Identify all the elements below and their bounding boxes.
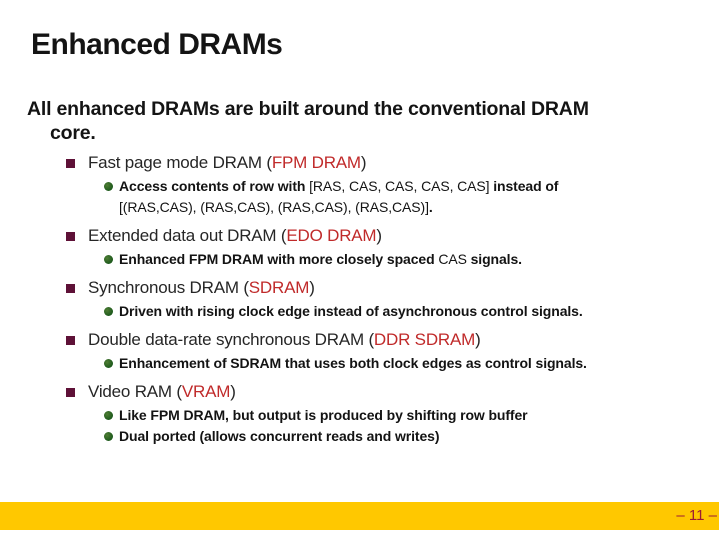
bullet-list: Fast page mode DRAM (FPM DRAM)Access con… [66, 150, 706, 452]
text-segment: Like FPM DRAM, but output is produced by… [119, 407, 528, 423]
slide-title: Enhanced DRAMs [31, 28, 283, 61]
text-segment: Video RAM ( [88, 382, 182, 401]
text-segment: ) [360, 153, 367, 172]
bullet-group: Video RAM (VRAM) Like FPM DRAM, but outpu… [66, 379, 706, 447]
text-segment: Access contents of row with [119, 178, 310, 194]
circle-bullet-icon [104, 359, 113, 368]
square-bullet-icon [66, 336, 75, 345]
highlighted-term: SDRAM [248, 278, 310, 297]
circle-bullet-icon [104, 307, 113, 316]
text-segment: Enhancement of SDRAM that uses both cloc… [119, 355, 587, 371]
circle-bullet-icon [104, 182, 113, 191]
sub-bullet-item: Access contents of row with [RAS, CAS, C… [66, 176, 706, 218]
bullet-item: Fast page mode DRAM (FPM DRAM) [66, 150, 706, 176]
text-segment: instead of [489, 178, 559, 194]
text-segment: ) [309, 278, 315, 297]
highlighted-term: EDO DRAM [286, 226, 377, 245]
text-segment: Fast page mode DRAM ( [88, 153, 272, 172]
bullet-group: Extended data out DRAM (EDO DRAM) Enhance… [66, 223, 706, 270]
sub-bullet-item: Enhanced FPM DRAM with more closely spac… [66, 249, 706, 270]
text-segment: Dual ported (allows concurrent reads and… [119, 428, 440, 444]
circle-bullet-icon [104, 432, 113, 441]
text-segment: Enhanced FPM DRAM with more closely spac… [119, 251, 439, 267]
bullet-group: Synchronous DRAM (SDRAM) Driven with risi… [66, 275, 706, 322]
page-number: – 11 – [676, 507, 717, 524]
circle-bullet-icon [104, 411, 113, 420]
sub-bullet-item: Like FPM DRAM, but output is produced by… [66, 405, 706, 426]
slide-subheading: All enhanced DRAMs are built around the … [27, 97, 589, 145]
text-segment: Extended data out DRAM ( [88, 226, 287, 245]
text-segment: ) [230, 382, 236, 401]
sub-bullet-item: Dual ported (allows concurrent reads and… [66, 426, 706, 447]
text-segment: ) [475, 330, 481, 349]
bullet-item: Video RAM (VRAM) [66, 379, 706, 405]
square-bullet-icon [66, 159, 75, 168]
text-segment: ) [376, 226, 382, 245]
sub-bullet-item: Enhancement of SDRAM that uses both cloc… [66, 353, 706, 374]
text-segment: [(RAS,CAS), (RAS,CAS), (RAS,CAS), (RAS,C… [119, 199, 429, 215]
bullet-group: Fast page mode DRAM (FPM DRAM)Access con… [66, 150, 706, 218]
square-bullet-icon [66, 388, 75, 397]
text-segment: signals. [466, 251, 522, 267]
highlighted-term: DDR SDRAM [373, 330, 476, 349]
square-bullet-icon [66, 284, 75, 293]
sub-bullet-item: Driven with rising clock edge instead of… [66, 301, 706, 322]
text-segment: Synchronous DRAM ( [88, 278, 249, 297]
footer-bar: – 11 – [0, 502, 719, 530]
highlighted-term: FPM DRAM [271, 153, 361, 172]
text-segment: Double data-rate synchronous DRAM ( [88, 330, 374, 349]
highlighted-term: VRAM [181, 382, 231, 401]
text-segment: [RAS, CAS, CAS, CAS, CAS] [309, 178, 490, 194]
subheading-line2: core. [50, 122, 96, 144]
text-segment: Driven with rising clock edge instead of… [119, 303, 583, 319]
text-segment: . [428, 199, 433, 215]
subheading-line1: All enhanced DRAMs are built around the … [27, 98, 589, 120]
text-segment: CAS [438, 251, 467, 267]
square-bullet-icon [66, 232, 75, 241]
bullet-item: Double data-rate synchronous DRAM (DDR S… [66, 327, 706, 353]
bullet-group: Double data-rate synchronous DRAM (DDR S… [66, 327, 706, 374]
circle-bullet-icon [104, 255, 113, 264]
bullet-item: Synchronous DRAM (SDRAM) [66, 275, 706, 301]
bullet-item: Extended data out DRAM (EDO DRAM) [66, 223, 706, 249]
